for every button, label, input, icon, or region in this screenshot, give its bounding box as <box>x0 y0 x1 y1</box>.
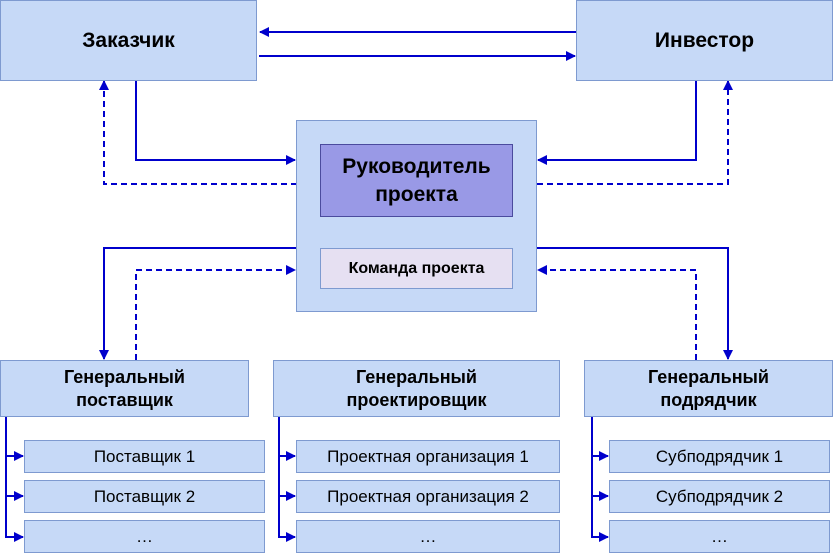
general-contractor-box: Генеральный подрядчик <box>584 360 833 417</box>
arrow-manager-to-contractor <box>537 247 733 360</box>
customer-label: Заказчик <box>82 28 175 52</box>
subcontractor-item: Субподрядчик 1 <box>609 440 830 473</box>
supplier-item: Поставщик 2 <box>24 480 265 513</box>
general-designer-box: Генеральный проектировщик <box>273 360 560 417</box>
general-contractor-label: Генеральный подрядчик <box>648 366 769 410</box>
project-team-label: Команда проекта <box>348 259 485 277</box>
subcontractor-item-label: Субподрядчик 1 <box>655 446 784 466</box>
design-org-item-label: Проектная организация 1 <box>327 446 529 466</box>
project-manager-label: Руководитель проекта <box>342 154 491 206</box>
project-manager-box: Руководитель проекта <box>320 144 513 217</box>
supplier-item-label: Поставщик 1 <box>93 446 196 466</box>
arrow-supplier-to-manager <box>135 265 296 360</box>
supplier-item: … <box>24 520 265 553</box>
general-designer-label: Генеральный проектировщик <box>346 366 487 410</box>
general-supplier-box: Генеральный поставщик <box>0 360 249 417</box>
subcontractor-item: … <box>609 520 830 553</box>
design-org-item-label: Проектная организация 2 <box>327 486 529 506</box>
arrow-contractor-to-manager <box>537 265 697 360</box>
investor-label: Инвестор <box>654 28 755 52</box>
design-org-item: Проектная организация 2 <box>296 480 560 513</box>
arrow-manager-to-investor <box>537 80 733 185</box>
supplier-item: Поставщик 1 <box>24 440 265 473</box>
general-supplier-label: Генеральный поставщик <box>64 366 185 410</box>
subcontractor-item-label: … <box>711 526 728 546</box>
arrow-investor-to-manager <box>537 80 697 165</box>
arrow-manager-to-supplier <box>99 247 297 360</box>
supplier-item-label: … <box>136 526 153 546</box>
subcontractor-item-label: Субподрядчик 2 <box>655 486 784 506</box>
supplier-item-label: Поставщик 2 <box>93 486 196 506</box>
design-org-item: … <box>296 520 560 553</box>
customer-box: Заказчик <box>0 0 257 81</box>
arrow-manager-to-customer <box>99 80 297 185</box>
investor-box: Инвестор <box>576 0 833 81</box>
design-org-item-label: … <box>419 526 437 546</box>
design-org-item: Проектная организация 1 <box>296 440 560 473</box>
project-team-box: Команда проекта <box>320 248 513 289</box>
arrow-customer-to-manager <box>135 80 296 165</box>
subcontractor-item: Субподрядчик 2 <box>609 480 830 513</box>
